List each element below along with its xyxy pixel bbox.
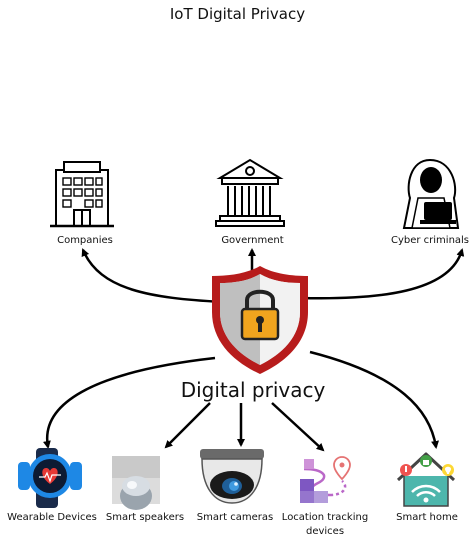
arrow-to-speakers — [166, 403, 210, 447]
label-smart-cameras: Smart cameras — [190, 512, 280, 523]
label-smart-home: Smart home — [380, 512, 474, 523]
security-camera-icon — [200, 449, 264, 503]
label-location-tracking: Location tracking — [278, 512, 372, 523]
office-building-icon — [50, 162, 114, 226]
label-smart-speakers: Smart speakers — [100, 512, 190, 523]
label-digital-privacy: Digital privacy — [160, 378, 346, 402]
arrow-to-companies — [83, 250, 222, 302]
arrow-to-wearable — [47, 358, 215, 447]
location-route-icon — [300, 457, 350, 503]
arrow-to-cyber-criminals — [300, 250, 462, 298]
label-government: Government — [205, 235, 300, 246]
label-location-tracking-line2: devices — [278, 526, 372, 537]
government-building-icon — [216, 160, 284, 226]
arrow-to-location — [272, 403, 323, 450]
smart-home-icon — [398, 454, 454, 506]
smart-speaker-icon — [112, 456, 160, 510]
label-companies: Companies — [40, 235, 130, 246]
label-wearable-devices: Wearable Devices — [0, 512, 104, 523]
label-cyber-criminals: Cyber criminals — [385, 235, 475, 246]
smartwatch-icon — [18, 448, 82, 508]
shield-lock-icon — [212, 266, 308, 374]
hooded-hacker-icon — [404, 160, 458, 228]
